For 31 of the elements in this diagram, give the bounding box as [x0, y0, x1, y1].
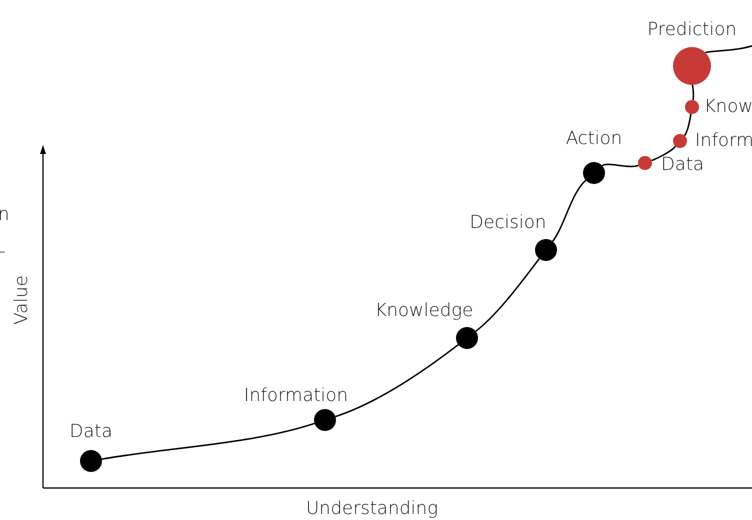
- point-marker: [80, 450, 102, 472]
- point-marker: [673, 134, 687, 148]
- point-marker: [583, 162, 605, 184]
- point-marker: [535, 239, 557, 261]
- point-marker: [314, 409, 336, 431]
- point-label: Inform: [695, 132, 752, 150]
- curve-segment: [684, 114, 692, 136]
- curve-segment: [475, 258, 540, 332]
- point-label: Action: [566, 130, 622, 148]
- point-marker: [673, 47, 711, 85]
- cut-off-text: -: [0, 243, 6, 261]
- point-label: Knowledge: [374, 302, 474, 320]
- y-axis-label: Value: [13, 275, 31, 325]
- curve-segment: [691, 84, 694, 100]
- point-label: Data: [70, 423, 112, 441]
- point-marker: [638, 156, 652, 170]
- point-label: Prediction: [647, 21, 737, 39]
- curve-segment: [552, 180, 586, 242]
- x-axis-label: Understanding: [306, 500, 438, 518]
- point-label: Know: [704, 98, 752, 116]
- point-marker: [456, 327, 478, 349]
- point-marker: [685, 100, 699, 114]
- point-label: Decision: [470, 214, 546, 232]
- point-label: Information: [244, 387, 348, 405]
- curve-segment: [102, 422, 315, 460]
- curve-segment: [705, 44, 752, 54]
- curve-segment: [335, 344, 459, 418]
- cut-off-text: n: [0, 206, 10, 224]
- curve-segment: [602, 164, 639, 168]
- point-label: Data: [661, 156, 704, 174]
- curve-segment: [651, 146, 676, 162]
